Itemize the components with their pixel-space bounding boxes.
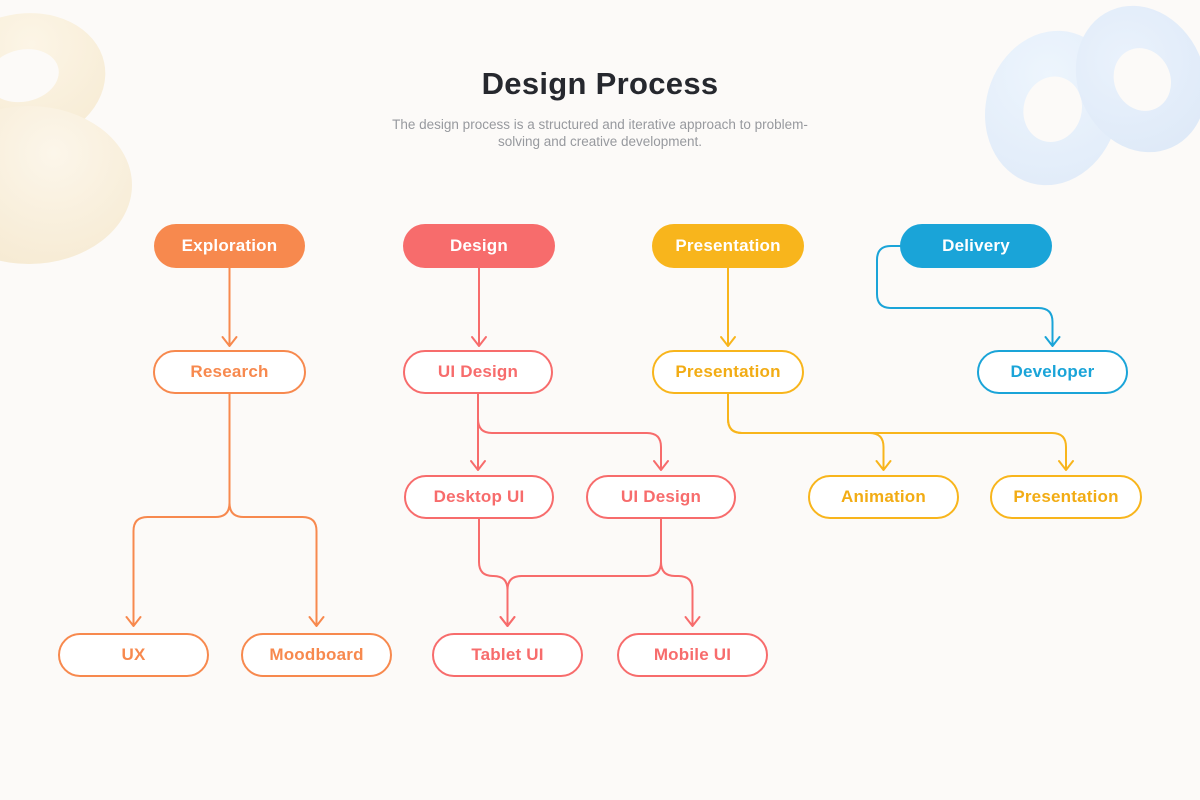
- edge-research-ux: [125, 392, 231, 627]
- node-research: Research: [153, 350, 306, 394]
- edge-ui-design-2-tablet-ui: [499, 517, 662, 627]
- edge-research-moodboard: [228, 392, 325, 627]
- edge-design-ui-design: [471, 267, 487, 347]
- page-title: Design Process: [481, 66, 719, 101]
- edge-ui-design-ui-design-2: [477, 392, 669, 471]
- node-presentation-3: Presentation: [990, 475, 1142, 519]
- node-moodboard: Moodboard: [241, 633, 392, 677]
- node-ux: UX: [58, 633, 209, 677]
- node-delivery: Delivery: [900, 224, 1052, 268]
- node-tablet-ui: Tablet UI: [432, 633, 583, 677]
- node-developer: Developer: [977, 350, 1128, 394]
- edge-exploration-research: [221, 267, 238, 347]
- edge-presentation-2-presentation-3: [727, 392, 1074, 471]
- edge-presentation-presentation-2: [720, 267, 736, 347]
- node-desktop-ui: Desktop UI: [404, 475, 554, 519]
- node-exploration: Exploration: [154, 224, 305, 268]
- edge-ui-design-2-mobile-ui: [660, 517, 701, 627]
- node-presentation: Presentation: [652, 224, 804, 268]
- node-ui-design-2: UI Design: [586, 475, 736, 519]
- node-mobile-ui: Mobile UI: [617, 633, 768, 677]
- edge-desktop-ui-tablet-ui: [478, 517, 516, 627]
- page-subtitle: The design process is a structured and i…: [392, 117, 808, 149]
- node-ui-design: UI Design: [403, 350, 553, 394]
- edge-presentation-2-animation: [727, 392, 892, 471]
- node-presentation-2: Presentation: [652, 350, 804, 394]
- node-design: Design: [403, 224, 555, 268]
- node-animation: Animation: [808, 475, 959, 519]
- edge-delivery-developer: [876, 245, 1061, 347]
